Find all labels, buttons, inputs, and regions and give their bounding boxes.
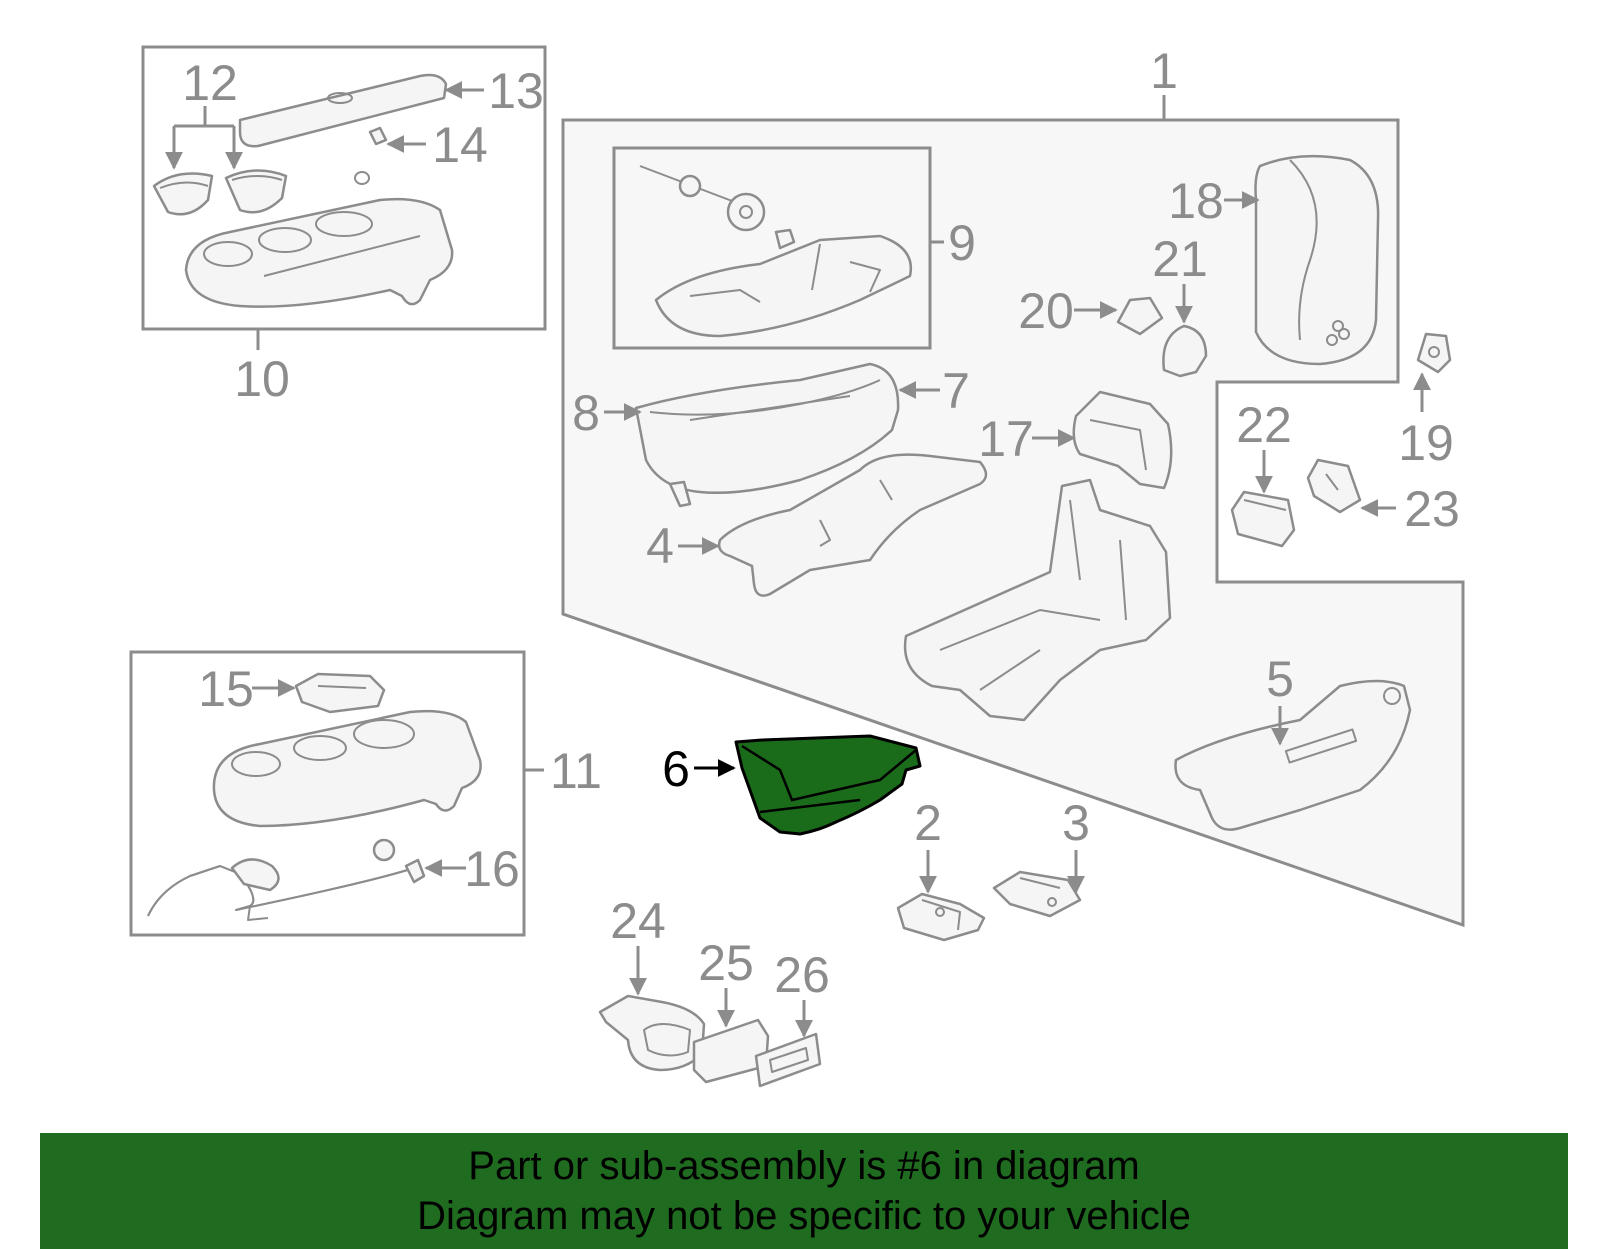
callout-17: 17 bbox=[978, 411, 1034, 467]
part-12-cup-holder-right bbox=[224, 169, 288, 214]
callout-14: 14 bbox=[432, 117, 488, 173]
callout-23: 23 bbox=[1404, 481, 1460, 537]
subassembly-10-box bbox=[141, 45, 547, 331]
part-14-clip bbox=[368, 126, 388, 146]
part-20-latch bbox=[1116, 296, 1164, 336]
part-3-mount-bracket bbox=[992, 870, 1082, 918]
callout-26: 26 bbox=[774, 947, 830, 1003]
part-22-switch bbox=[1230, 490, 1296, 548]
part-18-armrest bbox=[1254, 154, 1380, 366]
part-26-switch-plate bbox=[754, 1032, 822, 1088]
callout-25: 25 bbox=[698, 935, 754, 991]
callout-8: 8 bbox=[572, 385, 600, 441]
part-13-trim-cover bbox=[238, 73, 448, 148]
part-25-trim-plate bbox=[692, 1018, 770, 1084]
subassembly-9-box bbox=[612, 146, 932, 350]
callout-16: 16 bbox=[464, 841, 520, 897]
callout-19: 19 bbox=[1398, 415, 1454, 471]
banner-line-2: Diagram may not be specific to your vehi… bbox=[417, 1194, 1191, 1238]
part-19-bumper bbox=[1416, 332, 1452, 374]
callout-7: 7 bbox=[942, 363, 970, 419]
part-2-mount-bracket bbox=[896, 892, 986, 942]
part-4-side-panel bbox=[717, 453, 988, 597]
callout-22: 22 bbox=[1236, 397, 1292, 453]
part-8-storage-bin bbox=[634, 362, 900, 508]
part-11-console-base bbox=[212, 709, 482, 828]
part-6-highlighted[interactable] bbox=[734, 734, 922, 836]
part-16-wiring-harness bbox=[147, 838, 426, 921]
callout-10: 10 bbox=[234, 351, 290, 407]
part-24-bezel bbox=[598, 994, 706, 1072]
callout-21: 21 bbox=[1152, 231, 1208, 287]
callout-2: 2 bbox=[914, 795, 942, 851]
part-5-side-panel bbox=[1174, 679, 1412, 831]
callout-15: 15 bbox=[198, 661, 254, 717]
callout-13: 13 bbox=[488, 63, 544, 119]
callout-4: 4 bbox=[646, 518, 674, 574]
callout-18: 18 bbox=[1168, 173, 1224, 229]
callout-20: 20 bbox=[1018, 283, 1074, 339]
part-23-bracket bbox=[1306, 458, 1362, 514]
console-frame bbox=[903, 478, 1172, 722]
part-21-knob bbox=[1162, 324, 1208, 378]
part-10-console-base bbox=[184, 171, 454, 308]
callout-12: 12 bbox=[182, 55, 238, 111]
callout-5: 5 bbox=[1266, 651, 1294, 707]
callout-24: 24 bbox=[610, 893, 666, 949]
subassembly-11-box bbox=[129, 650, 526, 937]
part-12-cup-holder-left bbox=[152, 172, 214, 216]
banner-line-1: Part or sub-assembly is #6 in diagram bbox=[468, 1144, 1140, 1188]
callout-6: 6 bbox=[662, 741, 690, 797]
part-9-bolt-and-bracket bbox=[639, 165, 913, 338]
callout-1: 1 bbox=[1150, 43, 1178, 99]
callout-3: 3 bbox=[1062, 795, 1090, 851]
part-15-cup-insert bbox=[294, 672, 386, 714]
callout-9: 9 bbox=[948, 215, 976, 271]
info-banner: Part or sub-assembly is #6 in diagram Di… bbox=[40, 1133, 1568, 1249]
callout-11: 11 bbox=[550, 743, 602, 799]
